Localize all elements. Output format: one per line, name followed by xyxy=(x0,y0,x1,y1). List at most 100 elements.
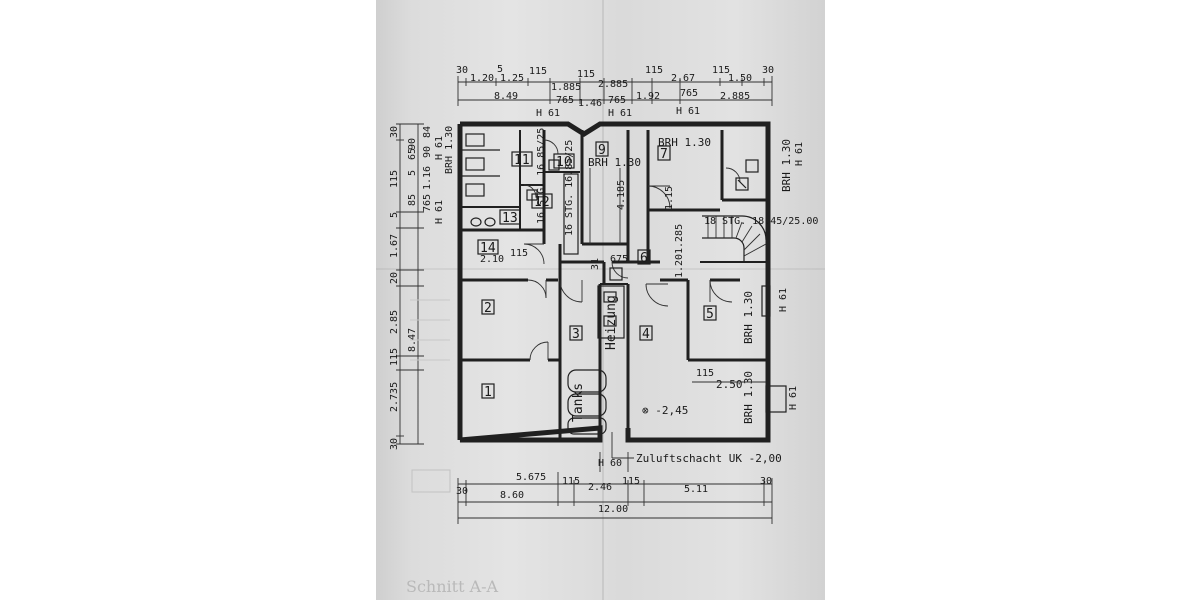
room-14-label: 14 xyxy=(480,241,496,256)
dim-top: 765 xyxy=(680,88,698,99)
room-11-label: 11 xyxy=(514,153,530,168)
paper-fold xyxy=(602,0,604,600)
brh-left: BRH 1.30 xyxy=(444,126,455,174)
dim-31: 31 xyxy=(590,258,601,270)
h61-right: H 61 xyxy=(794,142,805,166)
room-12-label: 12 xyxy=(534,195,550,210)
dim-bottom: 30 xyxy=(456,486,468,497)
dim-115: 115 xyxy=(696,368,714,379)
dim-top: 1.885 xyxy=(551,82,581,93)
dim-bottom: 115 xyxy=(622,476,640,487)
dim-bottom: 8.60 xyxy=(500,490,524,501)
dim-top: 115 xyxy=(577,69,595,80)
dim-bottom: 5.675 xyxy=(516,472,546,483)
dim-top: 115 xyxy=(529,66,547,77)
ghost-drawing-lines xyxy=(410,299,450,361)
room-10-label: 10 xyxy=(556,155,572,170)
dim-left: 20 xyxy=(389,272,400,284)
dim-210: 2.10 xyxy=(480,254,504,265)
dim-left: 765 xyxy=(422,194,433,212)
dim-top: 765 xyxy=(556,95,574,106)
dim-left: 30 xyxy=(389,126,400,138)
brh-right: BRH 1.30 xyxy=(780,139,793,192)
room-7-label: 7 xyxy=(660,147,668,162)
zuluftschacht-label: Zuluftschacht UK -2,00 xyxy=(636,452,782,465)
brh-low: BRH 1.30 xyxy=(742,371,755,424)
dim-115: 1.15 xyxy=(664,186,675,210)
room-13-label: 13 xyxy=(502,211,518,226)
dim-top: 8.49 xyxy=(494,91,518,102)
dim-left: 90 xyxy=(407,138,418,150)
room-1-label: 1 xyxy=(484,385,492,400)
dim-left: 2.85 xyxy=(389,310,400,334)
h61-right: H 61 xyxy=(778,288,789,312)
dim-top: 765 xyxy=(608,95,626,106)
h61-right: H 61 xyxy=(788,386,799,410)
stair-label-right: 18 STG. 18.45/25.00 xyxy=(704,216,818,227)
dim-top: 2.885 xyxy=(598,79,628,90)
paper-fold xyxy=(376,268,825,270)
stair-label-left: 16 STG. 16.85/25 xyxy=(536,128,547,224)
brh-room-7: BRH 1.30 xyxy=(658,136,711,149)
brh-room-9: BRH 1.30 xyxy=(588,156,641,169)
top-dimension-chain xyxy=(457,76,773,106)
left-dimension-chain xyxy=(396,123,424,445)
dim-left: 1.67 xyxy=(389,234,400,258)
dim-left: 30 xyxy=(389,438,400,450)
dim-top: 5 xyxy=(497,64,503,75)
dim-top-h61: H 61 xyxy=(608,108,632,119)
dim-bottom: 115 xyxy=(562,476,580,487)
room-9-label: 9 xyxy=(598,143,606,158)
bottom-dimension-chain xyxy=(457,452,773,524)
dim-top: 30 xyxy=(456,65,468,76)
dim-top: 1.25 xyxy=(500,73,524,84)
dim-4185: 4.185 xyxy=(616,180,627,210)
dim-top-h61: H 61 xyxy=(676,106,700,117)
tanks-label: Tanks xyxy=(571,383,586,422)
dim-left-h61: H 61 xyxy=(434,136,445,160)
room-5-label: 5 xyxy=(706,307,714,322)
dim-bottom: 30 xyxy=(760,476,772,487)
dim-left: 1.16 xyxy=(422,166,433,190)
dim-left-h61: H 61 xyxy=(434,200,445,224)
ghost-section-title: Schnitt A-A xyxy=(406,577,499,596)
dim-top: 2.67 xyxy=(671,73,695,84)
dim-top: 1.92 xyxy=(636,91,660,102)
dim-250: 2.50 xyxy=(716,378,743,391)
interior-walls xyxy=(460,130,768,440)
stair-flight xyxy=(563,168,767,262)
dim-top: 2.885 xyxy=(720,91,750,102)
dim-left: 2.735 xyxy=(389,382,400,412)
room-number-boxes xyxy=(477,141,717,399)
dim-top: 30 xyxy=(762,65,774,76)
dim-top: 1.50 xyxy=(728,73,752,84)
room-2-label: 2 xyxy=(484,301,492,316)
dim-top-h61: H 61 xyxy=(536,108,560,119)
heating-unit xyxy=(597,267,625,339)
dim-left: 5 xyxy=(389,212,400,218)
heizung-label: Heizung xyxy=(604,295,619,350)
dim-left: 85 xyxy=(407,194,418,206)
dim-bottom-h60: H 60 xyxy=(598,458,622,469)
dim-top: 1.46 xyxy=(578,98,602,109)
dim-115: 115 xyxy=(510,248,528,259)
dim-top: 115 xyxy=(645,65,663,76)
room-4-label: 4 xyxy=(642,327,650,342)
stair-label-mid: 16 STG. 16.85/25 xyxy=(564,140,575,236)
dim-left: 84 xyxy=(422,126,433,138)
dim-left: 65 xyxy=(407,148,418,160)
dim-left: 115 xyxy=(389,170,400,188)
dim-bottom: 2.46 xyxy=(588,482,612,493)
dim-120: 1.20 xyxy=(674,254,685,278)
ghost-drawing xyxy=(411,469,451,493)
dim-bottom-total: 12.00 xyxy=(598,504,628,515)
room-6-label: 6 xyxy=(640,251,648,266)
level-marker: ⊗ -2,45 xyxy=(642,404,688,417)
dim-left: 5 xyxy=(407,170,418,176)
dim-1285: 1.285 xyxy=(674,224,685,254)
dim-top: 1.20 xyxy=(470,73,494,84)
dim-675: 675 xyxy=(610,254,628,265)
room-3-label: 3 xyxy=(572,327,580,342)
dim-top: 115 xyxy=(712,65,730,76)
door-swings xyxy=(523,139,741,361)
